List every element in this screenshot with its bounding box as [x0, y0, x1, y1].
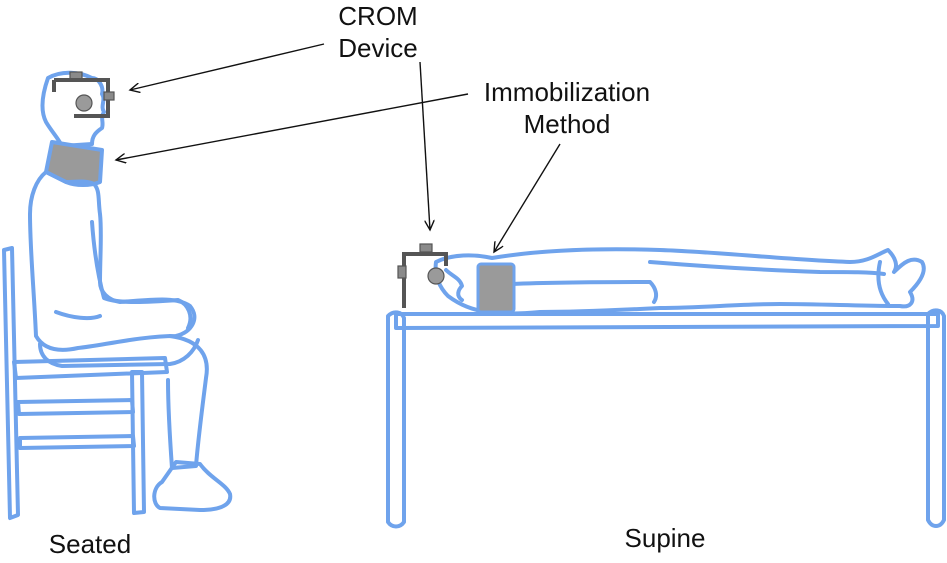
- seated-arm: [90, 220, 193, 330]
- chair: [2, 246, 169, 520]
- chair-rail-lower: [18, 434, 136, 450]
- crom-device-supine-icon: [397, 243, 448, 308]
- supine-collar: [476, 262, 516, 314]
- immobilization-method-label: Immobilization Method: [462, 76, 672, 140]
- seated-person: [28, 70, 233, 512]
- seated-thigh: [38, 338, 200, 368]
- immob-label-line1: Immobilization: [483, 77, 651, 107]
- crom-label-line1: CROM: [338, 1, 418, 31]
- supine-person: [433, 247, 926, 316]
- table-leg-right: [926, 308, 946, 528]
- arrow-immob-supine: [494, 143, 561, 252]
- seated-lower-leg: [166, 334, 209, 470]
- seated-torso: [28, 170, 197, 352]
- immob-label-line2: Method: [523, 109, 611, 139]
- seated-head: [40, 70, 106, 148]
- seated-sleeve: [54, 310, 102, 321]
- chair-seat: [12, 356, 169, 380]
- supine-thigh-line: [876, 260, 890, 306]
- supine-body: [433, 247, 926, 316]
- arrow-immob-seated: [116, 93, 469, 160]
- seated-label: Seated: [48, 529, 132, 559]
- arrow-crom-supine: [419, 61, 430, 230]
- chair-back-post: [2, 246, 20, 520]
- seated-foot: [152, 460, 233, 512]
- supine-leg-line: [648, 260, 886, 276]
- immobilization-collar-icon: [44, 140, 104, 187]
- crom-label-line2: Device: [338, 33, 418, 63]
- table-icon: [386, 308, 946, 529]
- chair-rail-upper: [16, 398, 135, 416]
- arrow-crom-seated: [130, 43, 325, 90]
- chair-front-leg: [130, 370, 146, 515]
- crom-device-icon: [52, 71, 115, 118]
- table-leg-left: [386, 310, 406, 529]
- crom-device-label: CROM Device: [318, 0, 438, 64]
- supine-arm: [510, 280, 659, 304]
- table-top: [394, 312, 940, 330]
- supine-face: [444, 268, 464, 302]
- supine-label: Supine: [624, 523, 706, 553]
